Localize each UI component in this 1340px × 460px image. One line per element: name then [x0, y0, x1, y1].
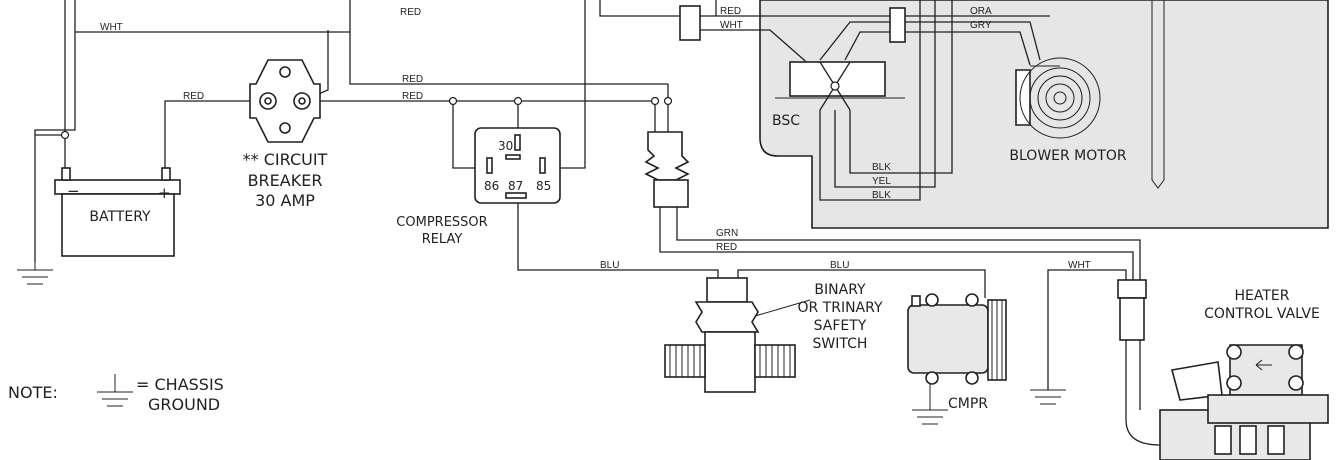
wire-label-red-mid: RED	[402, 74, 423, 85]
circuit-breaker-label-1: ** CIRCUIT	[243, 150, 328, 169]
battery-label: BATTERY	[89, 209, 151, 225]
safety-switch-label-1: BINARY	[814, 282, 866, 298]
wire-label-red-cb: RED	[183, 91, 204, 102]
cmpr-label: CMPR	[948, 396, 988, 412]
valve-connector	[1117, 279, 1161, 446]
component-labels: BATTERY − + ** CIRCUIT BREAKER 30 AMP 30…	[67, 113, 1320, 412]
ground-battery	[17, 262, 53, 285]
wires	[34, 0, 1141, 390]
compressor-relay	[474, 127, 561, 204]
wire-label-blu-1: BLU	[600, 260, 619, 271]
hvac-unit-housing	[759, 0, 1329, 229]
wire-label-blu-2: BLU	[830, 260, 849, 271]
inline-connector-2	[889, 7, 906, 43]
wire-label-red-bsc: RED	[720, 6, 741, 17]
wire-label-red-top: RED	[400, 7, 421, 18]
relay-pin-30: 30	[498, 139, 513, 153]
safety-switch-label-3: SAFETY	[814, 318, 867, 334]
inline-connector-1	[679, 5, 701, 41]
circuit-breaker-label-3: 30 AMP	[255, 191, 315, 210]
safety-switch-label-4: SWITCH	[813, 336, 868, 352]
wire-label-red-sw: RED	[716, 242, 737, 253]
battery-neg-label: −	[67, 182, 80, 200]
blower-motor	[1015, 57, 1101, 139]
heater-control-valve	[1159, 344, 1329, 460]
ground-valve	[1030, 389, 1066, 405]
wire-label-blk-1: BLK	[872, 162, 891, 173]
note-line-1: = CHASSIS	[136, 375, 224, 394]
wire-label-wht-bsc: WHT	[720, 20, 743, 31]
circuit-breaker-label-2: BREAKER	[248, 171, 323, 190]
compressor-relay-label-1: COMPRESSOR	[396, 215, 487, 230]
wire-label-yel: YEL	[872, 176, 891, 187]
compressor-relay-label-2: RELAY	[422, 232, 463, 247]
note: NOTE: = CHASSIS GROUND	[8, 375, 224, 414]
safety-switch-label-2: OR TRINARY	[797, 300, 882, 316]
relay-pin-85: 85	[536, 179, 551, 193]
heater-valve-label-1: HEATER	[1235, 288, 1290, 304]
relay-pin-87: 87	[508, 179, 523, 193]
wire-labels: WHT RED RED RED RED RED WHT ORA GRY BLK …	[100, 6, 1091, 271]
bsc-label: BSC	[772, 113, 800, 129]
note-prefix: NOTE:	[8, 383, 58, 402]
probe	[1151, 0, 1165, 189]
splice-points	[60, 96, 673, 140]
wire-label-wht-top: WHT	[100, 22, 123, 33]
battery	[54, 167, 181, 257]
heater-valve-label-2: CONTROL VALVE	[1204, 306, 1320, 322]
blower-motor-label: BLOWER MOTOR	[1009, 148, 1126, 164]
wire-label-red-low: RED	[402, 91, 423, 102]
wire-label-gry: GRY	[970, 20, 992, 31]
ground-cmpr	[912, 382, 948, 425]
wire-label-ora: ORA	[970, 6, 992, 17]
battery-pos-label: +	[158, 184, 171, 202]
note-line-2: GROUND	[148, 395, 220, 414]
note-ground-symbol	[97, 374, 133, 407]
relay-pin-86: 86	[484, 179, 499, 193]
compressor	[907, 293, 1007, 385]
switch-connector	[644, 131, 690, 208]
wire-label-grn: GRN	[716, 228, 738, 239]
circuit-breaker	[249, 59, 321, 143]
bsc-module	[775, 61, 905, 111]
wire-label-blk-2: BLK	[872, 190, 891, 201]
wire-label-wht-valve: WHT	[1068, 260, 1091, 271]
safety-switch	[664, 277, 811, 393]
